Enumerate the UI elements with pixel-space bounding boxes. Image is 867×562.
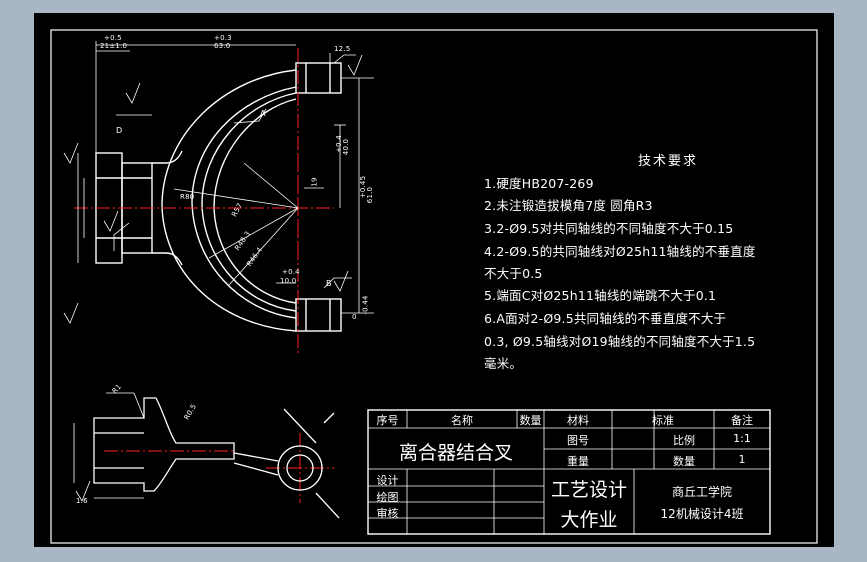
requirement-3: 3.2-Ø9.5对共同轴线的不同轴度不大于0.15 (484, 221, 734, 236)
dim-text: 63.0 (214, 42, 231, 50)
bottom-lug (295, 298, 342, 332)
outer-arc (161, 69, 297, 332)
drawing-sheet: 技术要求 1.硬度HB207-269 2.未注锻造拔模角7度 圆角R3 3.2-… (34, 13, 834, 547)
tb-value-quantity: 1 (738, 453, 746, 466)
dim-text: +0.5 (104, 34, 122, 42)
dim-text: R80 (180, 193, 195, 201)
tb-label-scale: 比例 (673, 434, 695, 447)
tb-header-no: 序号 (376, 414, 399, 427)
tb-label-draw: 绘图 (376, 491, 399, 504)
requirement-4-cont: 不大于0.5 (484, 266, 543, 281)
tb-header-material: 材料 (567, 414, 589, 427)
dim-text: 1.6 (76, 497, 88, 505)
tb-value-scale: 1:1 (733, 432, 751, 445)
inner-frame (50, 29, 818, 544)
datum-a-label: A (260, 109, 266, 118)
class-name: 12机械设计4班 (660, 507, 744, 521)
requirement-2: 2.未注锻造拔模角7度 圆角R3 (484, 198, 653, 213)
dim-text: 19 (310, 177, 319, 187)
tb-header-remark: 备注 (731, 414, 753, 427)
dim-text: 21±1.0 (100, 42, 128, 50)
title-block (367, 409, 771, 535)
requirement-end: 毫米。 (484, 356, 523, 371)
tb-label-quantity: 数量 (673, 455, 695, 468)
surface-d-label: D (116, 126, 123, 135)
requirement-6-cont: 0.3, Ø9.5轴线对Ø19轴线的不同轴度不大于1.5 (484, 334, 756, 349)
section-view (93, 397, 340, 519)
requirement-5: 5.端面C对Ø25h11轴线的端跳不大于0.1 (484, 288, 717, 303)
dim-text: 12.5 (334, 45, 351, 53)
dim-text: 0 (352, 313, 357, 321)
requirement-6: 6.A面对2-Ø9.5共同轴线的不垂直度不大于 (484, 311, 727, 326)
dim-text: 61.0 (366, 186, 375, 204)
tb-header-name: 名称 (451, 414, 473, 427)
main-view (95, 62, 342, 332)
tb-header-standard: 标准 (652, 414, 674, 427)
dimension-lines (77, 41, 374, 314)
dim-text: -0.44 (361, 295, 370, 315)
tech-requirements-title: 技术要求 (638, 154, 699, 169)
requirement-1: 1.硬度HB207-269 (484, 176, 594, 191)
datum-b-label: B (326, 279, 332, 288)
inner-arc (201, 92, 297, 312)
tb-label-design: 设计 (376, 474, 399, 487)
school-name: 商丘工学院 (671, 485, 732, 499)
dim-text: 40.0 (342, 138, 351, 156)
cad-drawing (50, 29, 818, 544)
middle-arc (191, 86, 297, 319)
top-lug (295, 62, 342, 94)
tb-label-drawing-no: 图号 (567, 434, 589, 447)
dim-text: 10.0 (280, 277, 297, 285)
roughness-symbols (63, 54, 363, 324)
part-name: 离合器结合叉 (398, 442, 513, 464)
project-title: 工艺设计大作业 (550, 479, 627, 531)
tb-label-weight: 重量 (567, 455, 589, 468)
tb-header-qty: 数量 (519, 414, 542, 427)
dim-text: +0.3 (214, 34, 232, 42)
requirement-4: 4.2-Ø9.5的共同轴线对Ø25h11轴线的不垂直度 (484, 244, 756, 259)
tb-label-check: 审核 (376, 507, 399, 520)
dim-text: +0.4 (282, 268, 300, 276)
